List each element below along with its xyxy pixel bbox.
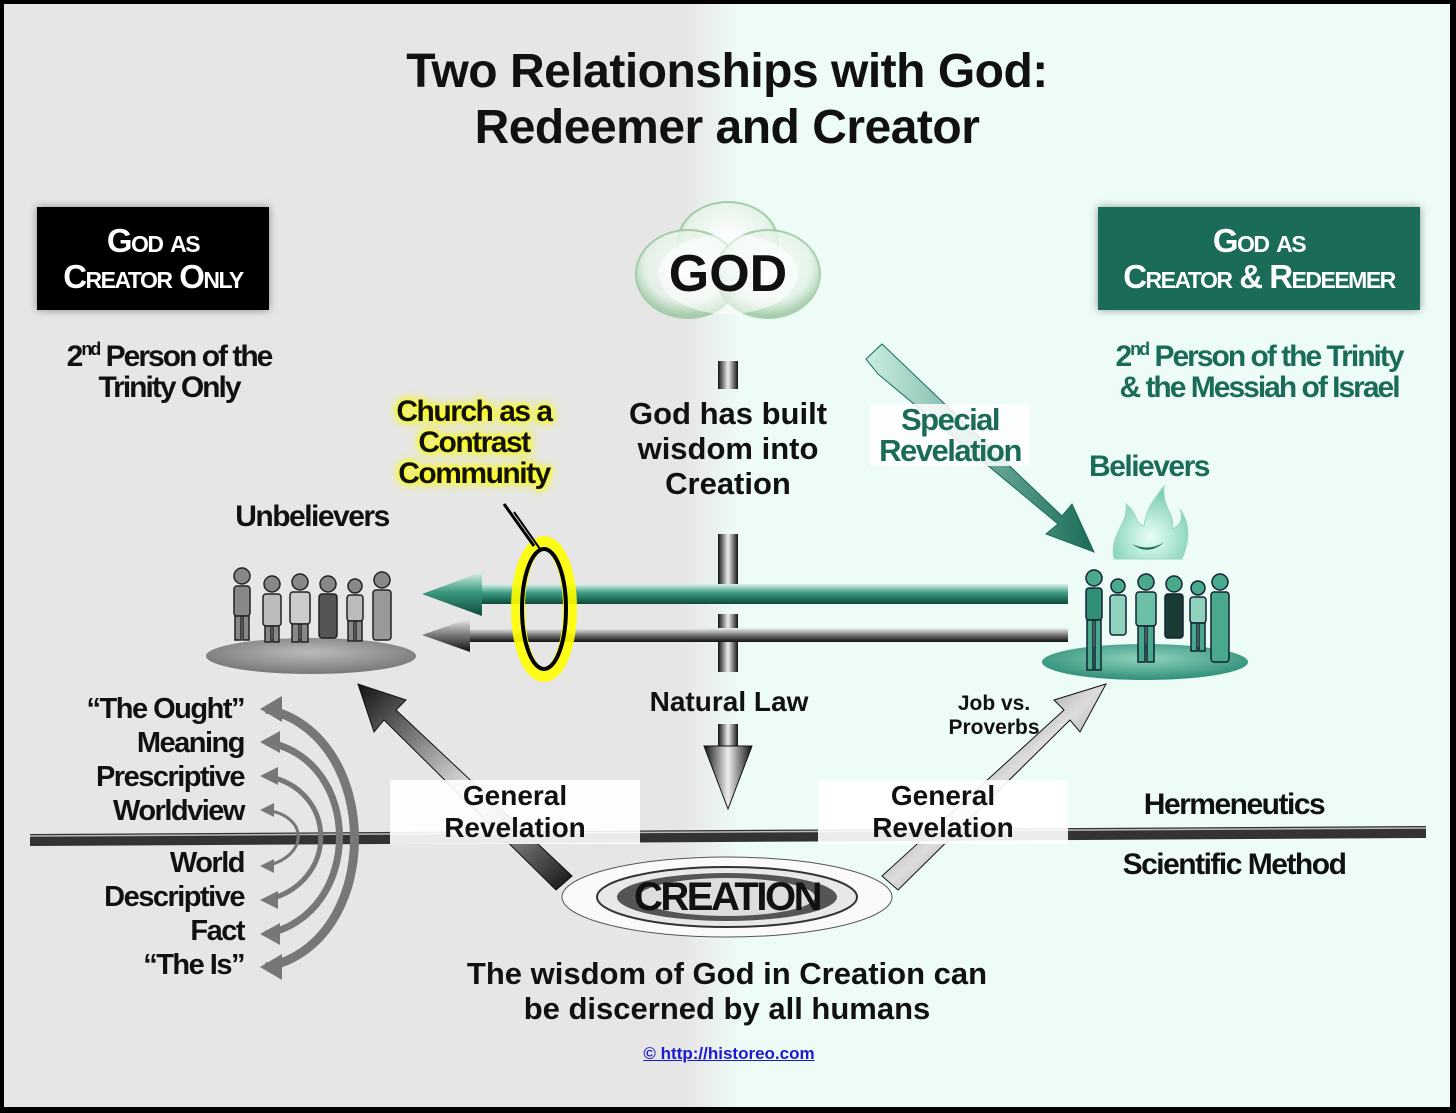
- natural-law-arrow: [703, 361, 753, 811]
- upper-list-item: Worldview: [113, 795, 246, 827]
- unbelievers-label: Unbelievers: [235, 500, 390, 533]
- general-revelation-left-label: General Revelation: [390, 780, 640, 844]
- believers-to-unbelievers-grey-arrow: [422, 618, 1068, 652]
- job-line-1: Job vs.: [957, 692, 1031, 715]
- wisdom-line-1: God has built: [628, 396, 828, 431]
- left-sub-line-2: Trinity Only: [98, 371, 241, 404]
- upper-list-item: “The Ought”: [86, 693, 246, 725]
- creation-label: CREATION: [634, 875, 822, 919]
- title-line-1: Two Relationships with God:: [406, 45, 1048, 98]
- believers-to-unbelievers-green-arrow: [422, 572, 1068, 616]
- church-line-1: Church as a: [396, 395, 553, 428]
- lower-list-item: Descriptive: [104, 881, 245, 913]
- lower-list-item: “The Is”: [143, 949, 245, 981]
- special-revelation-line-2: Revelation: [879, 433, 1022, 468]
- right-sub-line-1: Person of the Trinity: [1154, 340, 1404, 373]
- believers-label: Believers: [1089, 450, 1210, 483]
- hermeneutics-label: Hermeneutics: [1143, 788, 1326, 821]
- wisdom-line-3: Creation: [665, 466, 791, 501]
- unbelievers-group-icon: [206, 567, 416, 674]
- left-sub-num: 2: [66, 340, 84, 373]
- lower-list: World Descriptive Fact “The Is”: [44, 846, 246, 982]
- god-label: GOD: [668, 245, 788, 303]
- left-sub-sup: nd: [81, 339, 101, 359]
- special-revelation-line-1: Special: [900, 402, 1001, 437]
- special-revelation-label: Special Revelation: [870, 404, 1030, 466]
- scientific-method-label: Scientific Method: [1122, 848, 1347, 881]
- copyright-link[interactable]: © http://historeo.com: [643, 1044, 815, 1063]
- church-line-3: Community: [398, 457, 551, 490]
- holy-spirit-dove-icon: [1112, 484, 1189, 560]
- right-sub-num: 2: [1115, 340, 1132, 373]
- right-box-line-1: God as: [1212, 221, 1307, 259]
- upper-list: “The Ought” Meaning Prescriptive Worldvi…: [44, 692, 246, 828]
- job-line-2: Proverbs: [948, 716, 1040, 739]
- diagram-canvas: Two Relationships with God: Redeemer and…: [4, 4, 1450, 1107]
- upper-list-item: Meaning: [136, 727, 246, 759]
- bottom-caption: The wisdom of God in Creation can be dis…: [427, 956, 1027, 1026]
- church-label: Church as a Contrast Community: [384, 396, 564, 489]
- page-title: Two Relationships with God: Redeemer and…: [4, 44, 1450, 156]
- creation-symbol: [561, 856, 893, 938]
- hermeneutics-scientific-divider: [29, 826, 1427, 846]
- left-box-creator-only: God as Creator Only: [37, 207, 269, 310]
- god-trinity-symbol: [635, 201, 821, 319]
- natural-law-label: Natural Law: [649, 686, 809, 717]
- right-sub-sup: nd: [1130, 339, 1150, 359]
- bottom-line-1: The wisdom of God in Creation can: [466, 956, 988, 991]
- right-box-line-2: Creator & Redeemer: [1123, 257, 1396, 295]
- job-vs-proverbs-label: Job vs. Proverbs: [934, 692, 1054, 740]
- right-sub-line-2: & the Messiah of Israel: [1119, 371, 1400, 404]
- right-box-creator-redeemer: God as Creator & Redeemer: [1098, 207, 1420, 310]
- church-contrast-ring: [502, 503, 577, 682]
- lower-list-item: World: [169, 847, 246, 879]
- upper-list-item: Prescriptive: [95, 761, 246, 793]
- fact-to-meaning-curved-arrows: [260, 696, 359, 980]
- left-sub-line-1: Person of the: [105, 340, 274, 373]
- bottom-line-2: be discerned by all humans: [523, 991, 931, 1026]
- right-subtitle: 2nd Person of the Trinity & the Messiah …: [1084, 334, 1434, 403]
- believers-group-icon: [1042, 569, 1248, 680]
- left-subtitle: 2nd Person of the Trinity Only: [34, 334, 304, 403]
- wisdom-text: God has built wisdom into Creation: [608, 396, 848, 501]
- wisdom-line-2: wisdom into: [637, 431, 819, 466]
- lower-list-item: Fact: [190, 915, 245, 947]
- left-box-line-1: God as: [106, 221, 201, 259]
- general-revelation-right-label: General Revelation: [818, 780, 1068, 844]
- church-line-2: Contrast: [418, 426, 531, 459]
- title-line-2: Redeemer and Creator: [474, 101, 980, 154]
- left-box-line-2: Creator Only: [63, 257, 244, 295]
